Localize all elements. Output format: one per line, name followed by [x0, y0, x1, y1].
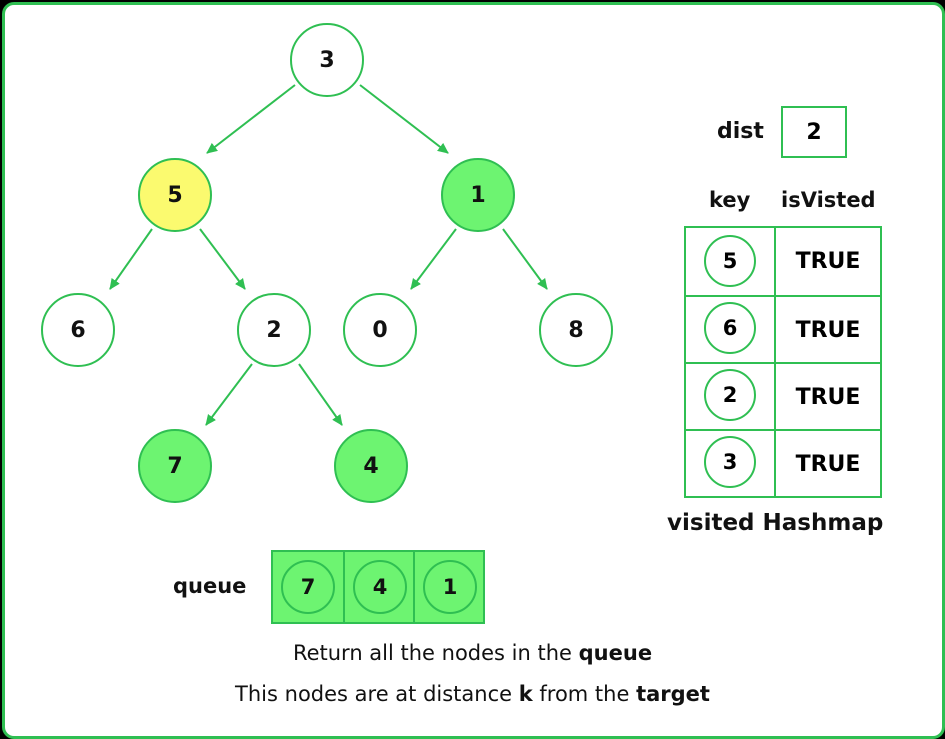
hashmap-key-circle: 6 — [704, 302, 756, 354]
hashmap-value: TRUE — [795, 249, 861, 274]
edge-1-0 — [410, 228, 457, 290]
edge-5-6 — [109, 228, 153, 290]
dist-label: dist — [717, 119, 764, 144]
tree-node-3: 3 — [290, 23, 364, 97]
hashmap-caption: visited Hashmap — [667, 510, 884, 536]
caption-1-text: Return all the nodes in the — [292, 641, 579, 665]
hashmap-column-divider — [774, 228, 776, 496]
tree-node-0: 0 — [343, 293, 417, 367]
tree-node-2: 2 — [237, 293, 311, 367]
hashmap-value: TRUE — [795, 385, 861, 410]
edge-3-1 — [359, 84, 449, 154]
hashmap-key-header: key — [709, 188, 751, 212]
tree-node-6: 6 — [41, 293, 115, 367]
edge-2-4 — [298, 363, 343, 426]
dist-value-box: 2 — [781, 106, 847, 158]
edge-3-5 — [206, 84, 296, 154]
tree-node-7: 7 — [138, 429, 212, 503]
edge-1-8 — [502, 228, 548, 290]
hashmap-row: 3 TRUE — [686, 429, 880, 496]
queue-item: 1 — [423, 560, 477, 614]
queue-box: 7 4 1 — [271, 550, 485, 624]
queue-item: 7 — [281, 560, 335, 614]
tree-node-1: 1 — [441, 158, 515, 232]
visited-hashmap-table: 5 TRUE 6 TRUE 2 TRUE 3 TRUE — [684, 226, 882, 498]
edge-5-2 — [199, 228, 246, 290]
queue-item: 4 — [353, 560, 407, 614]
hashmap-row: 2 TRUE — [686, 362, 880, 429]
queue-cell: 1 — [415, 552, 485, 622]
caption-2-bold-target: target — [636, 682, 710, 706]
caption-2-text: This nodes are at distance — [235, 682, 519, 706]
caption-2-bold-k: k — [518, 682, 533, 706]
tree-node-4: 4 — [334, 429, 408, 503]
tree-node-8: 8 — [539, 293, 613, 367]
caption-2-mid: from the — [532, 682, 637, 706]
hashmap-value: TRUE — [795, 452, 861, 477]
queue-divider — [413, 552, 415, 622]
edge-2-7 — [205, 363, 253, 426]
hashmap-value: TRUE — [795, 318, 861, 343]
dist-value: 2 — [806, 119, 822, 145]
queue-label: queue — [173, 574, 247, 598]
queue-cell: 7 — [273, 552, 343, 622]
caption-line-2: This nodes are at distance k from the ta… — [0, 682, 945, 706]
caption-line-1: Return all the nodes in the queue — [0, 641, 945, 665]
hashmap-row: 5 TRUE — [686, 228, 880, 295]
hashmap-key-circle: 5 — [704, 235, 756, 287]
hashmap-row: 6 TRUE — [686, 295, 880, 362]
caption-1-bold: queue — [578, 641, 653, 665]
queue-divider — [343, 552, 345, 622]
hashmap-key-circle: 3 — [704, 436, 756, 488]
tree-node-5-target: 5 — [138, 158, 212, 232]
hashmap-key-circle: 2 — [704, 369, 756, 421]
hashmap-value-header: isVisted — [781, 188, 876, 212]
queue-cell: 4 — [345, 552, 415, 622]
